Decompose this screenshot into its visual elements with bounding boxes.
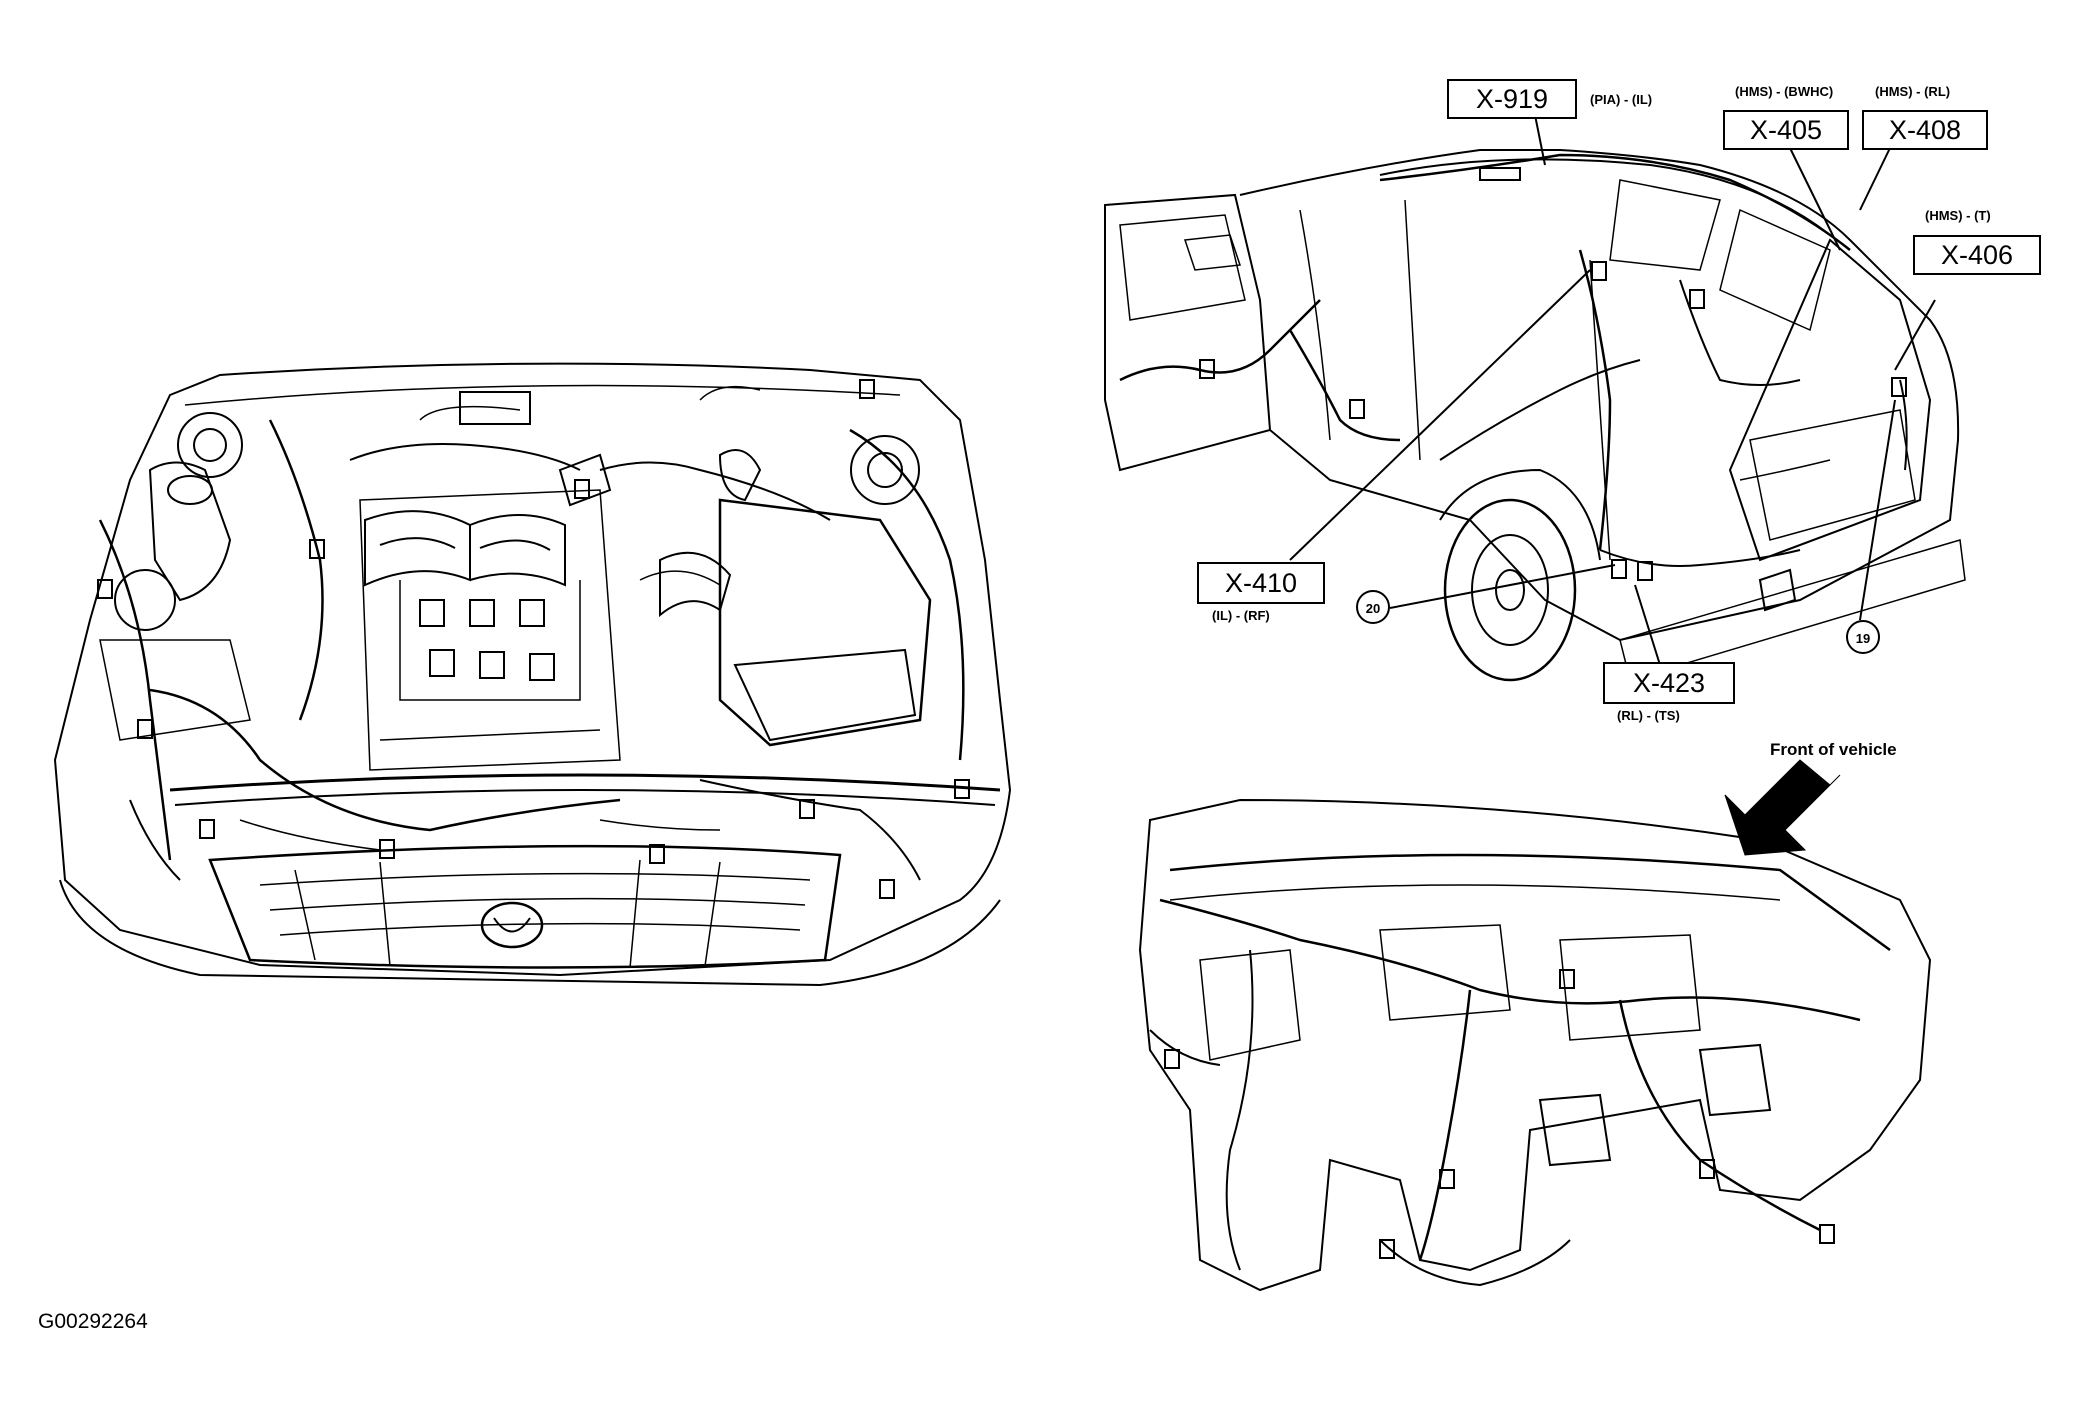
connector-x919-code: (PIA) - (IL) <box>1590 92 1653 107</box>
connector-x423-code: (RL) - (TS) <box>1617 708 1680 723</box>
front-of-vehicle-label: Front of vehicle <box>1770 740 1897 759</box>
connector-x410-code: (IL) - (RF) <box>1212 608 1270 623</box>
connector-x410-label: X-410 <box>1197 562 1325 604</box>
connector-x423-label: X-423 <box>1603 662 1735 704</box>
vehicle-body-illustration <box>1104 149 1966 682</box>
figure-id: G00292264 <box>38 1310 148 1333</box>
connector-x406-code: (HMS) - (T) <box>1925 208 1991 223</box>
connector-x408-label: X-408 <box>1862 110 1988 150</box>
instrument-panel-illustration <box>1138 798 1932 1292</box>
engine-compartment-illustration <box>53 362 1012 987</box>
callout-19: 19 <box>1846 620 1880 654</box>
callout-20: 20 <box>1356 590 1390 624</box>
connector-x405-code: (HMS) - (BWHC) <box>1735 84 1834 99</box>
leader-lines <box>1289 114 1936 666</box>
connector-x405-label: X-405 <box>1723 110 1849 150</box>
connector-x408-code: (HMS) - (RL) <box>1875 84 1951 99</box>
connector-x406-label: X-406 <box>1913 235 2041 275</box>
front-direction-arrow <box>1724 759 1841 856</box>
connector-x919-label: X-919 <box>1447 79 1577 119</box>
